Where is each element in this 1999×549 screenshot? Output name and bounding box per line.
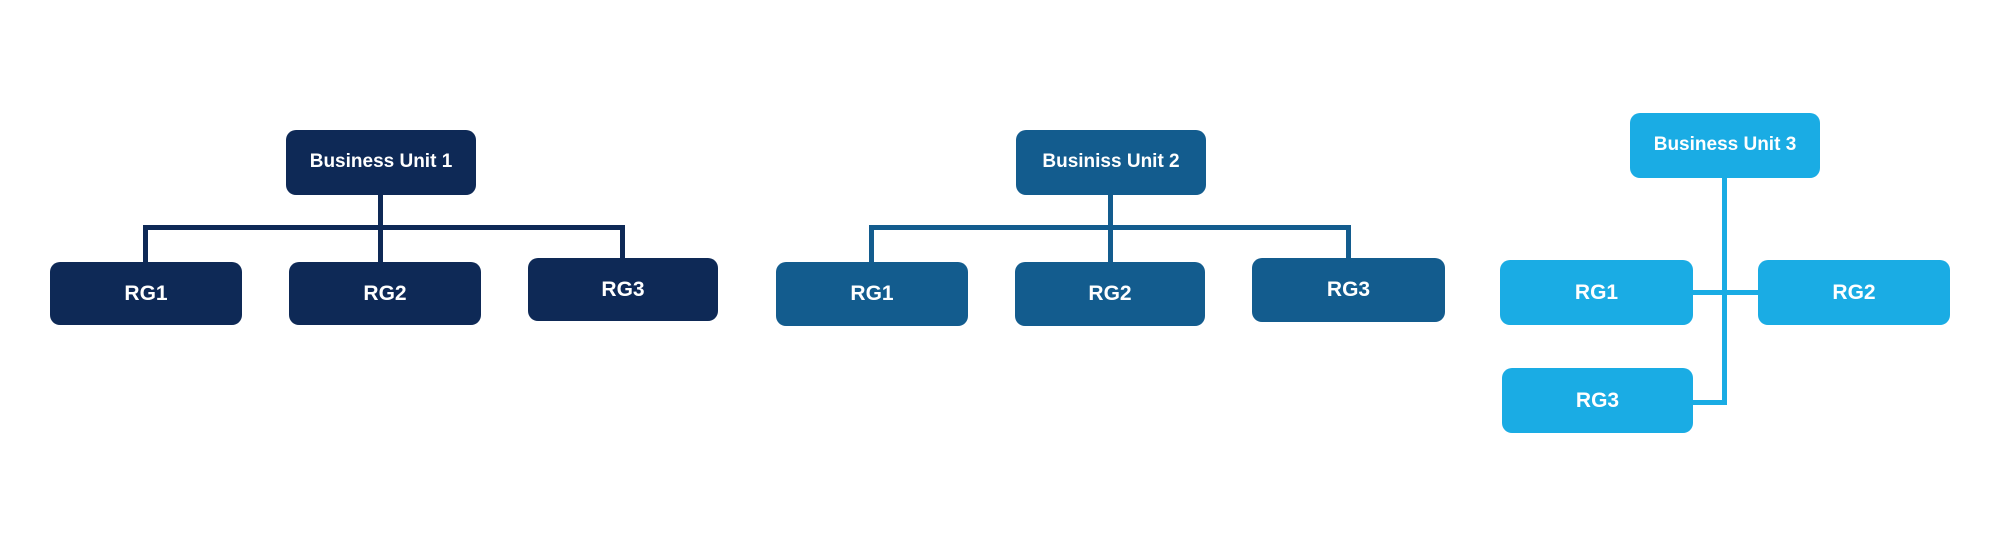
business-unit-3-box: Business Unit 3 [1630,113,1820,178]
bu2-rg2-box: RG2 [1015,262,1205,326]
bu3-rg3-label: RG3 [1575,388,1620,412]
business-unit-1-box: Business Unit 1 [286,130,476,195]
bu3-rg2-label: RG2 [1832,280,1876,304]
bu3-rg1-rg2-stub-line [1693,290,1758,295]
bu1-rg1-label: RG1 [124,281,168,305]
business-unit-1-label: Business Unit 1 [309,151,453,173]
bu1-rg1-drop-line [143,225,148,262]
bu3-rg1-label: RG1 [1574,280,1619,304]
bu2-rg1-drop-line [869,225,874,262]
bu1-rg2-box: RG2 [289,262,481,325]
business-unit-2-box: Businiss Unit 2 [1016,130,1206,195]
bu2-horizontal-connector-line [869,225,1351,230]
bu3-rg3-elbow-line [1693,400,1727,405]
bu3-rg1-box: RG1 [1500,260,1693,325]
bu2-rg1-label: RG1 [850,282,894,306]
bu1-rg3-label: RG3 [601,277,645,301]
bu2-rg1-box: RG1 [776,262,968,326]
business-unit-3-label: Business Unit 3 [1653,134,1797,156]
bu3-rg2-box: RG2 [1758,260,1950,325]
bu3-rg3-box: RG3 [1502,368,1693,433]
bu2-rg3-drop-line [1346,225,1351,258]
bu2-rg3-box: RG3 [1252,258,1445,322]
bu1-rg3-drop-line [620,225,625,258]
bu1-rg2-label: RG2 [363,281,407,305]
business-unit-2-label: Businiss Unit 2 [1042,151,1180,173]
bu1-rg1-box: RG1 [50,262,242,325]
bu2-rg3-label: RG3 [1326,278,1371,302]
bu1-rg3-box: RG3 [528,258,718,321]
bu2-rg2-label: RG2 [1088,282,1132,306]
bu1-horizontal-connector-line [143,225,625,230]
